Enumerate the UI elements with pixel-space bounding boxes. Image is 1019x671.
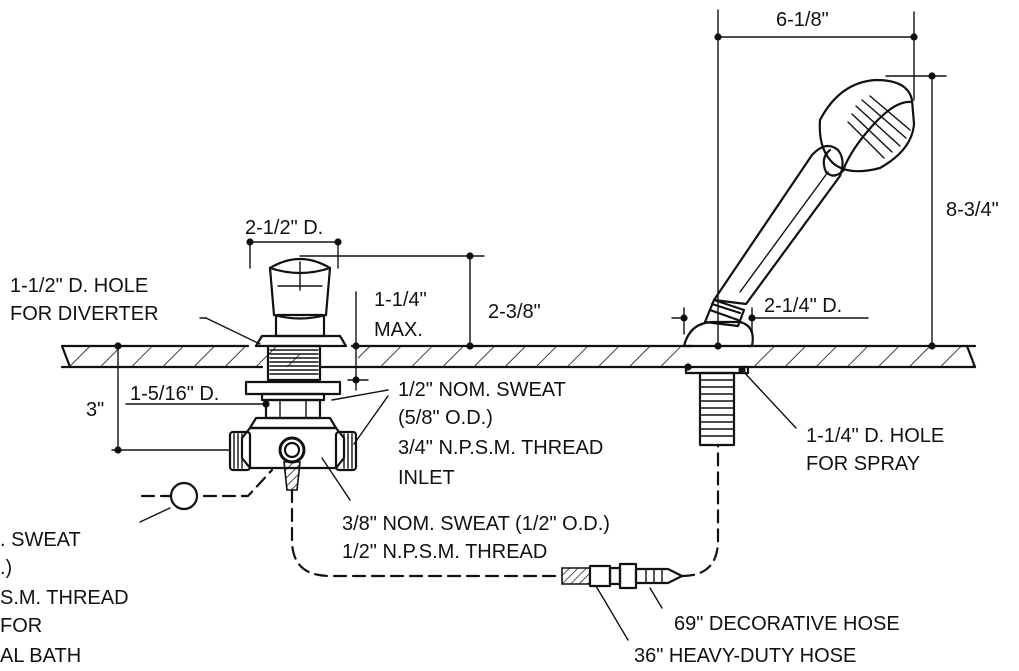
label-spray-base-diameter: 2-1/4" D. xyxy=(764,295,842,317)
diverter-valve xyxy=(228,258,358,491)
label-below-deck: 3" xyxy=(86,399,104,421)
hand-spray xyxy=(682,78,916,447)
callout-outlet-2: 1/2" N.P.S.M. THREAD xyxy=(342,541,547,563)
label-diverter-diameter: 2-1/2" D. xyxy=(245,217,323,239)
callout-heavy-duty-hose: 36" HEAVY-DUTY HOSE xyxy=(634,645,856,667)
deck-section xyxy=(60,344,977,369)
callout-labels: 1-1/2" D. HOLE FOR DIVERTER 1/2" NOM. SW… xyxy=(0,275,944,667)
callout-left-5: AL BATH xyxy=(0,645,81,667)
label-shank-diameter: 1-5/16" D. xyxy=(130,383,219,405)
callout-left-4: FOR xyxy=(0,615,42,637)
callout-spray-hole-2: FOR SPRAY xyxy=(806,453,920,475)
callout-diverter-hole-1: 1-1/2" D. HOLE xyxy=(10,275,148,297)
dimension-labels: 6-1/8" 8-3/4" 2-1/2" D. 2-3/8" 1-1/4" MA… xyxy=(86,9,999,421)
callout-inlet-4: INLET xyxy=(398,467,455,489)
callout-left-3: S.M. THREAD xyxy=(0,587,129,609)
hose-routing xyxy=(139,443,720,590)
leader-lines xyxy=(199,317,797,641)
callout-left-2: .) xyxy=(0,557,12,579)
callout-inlet-3: 3/4" N.P.S.M. THREAD xyxy=(398,437,603,459)
dimension-lines xyxy=(111,9,947,451)
label-max-deck-suffix: MAX. xyxy=(374,319,423,341)
callout-diverter-hole-2: FOR DIVERTER xyxy=(10,303,159,325)
label-spray-height: 8-3/4" xyxy=(946,199,999,221)
dimension-dots xyxy=(114,33,936,454)
callout-spray-hole-1: 1-1/4" D. HOLE xyxy=(806,425,944,447)
callout-inlet-1: 1/2" NOM. SWEAT xyxy=(398,379,566,401)
callout-inlet-2: (5/8" O.D.) xyxy=(398,407,493,429)
label-spray-width: 6-1/8" xyxy=(776,9,829,31)
callout-outlet-1: 3/8" NOM. SWEAT (1/2" O.D.) xyxy=(342,513,610,535)
label-max-deck: 1-1/4" xyxy=(374,289,427,311)
callout-left-1: . SWEAT xyxy=(0,529,81,551)
label-diverter-height: 2-3/8" xyxy=(488,301,541,323)
callout-decorative-hose: 69" DECORATIVE HOSE xyxy=(674,613,900,635)
